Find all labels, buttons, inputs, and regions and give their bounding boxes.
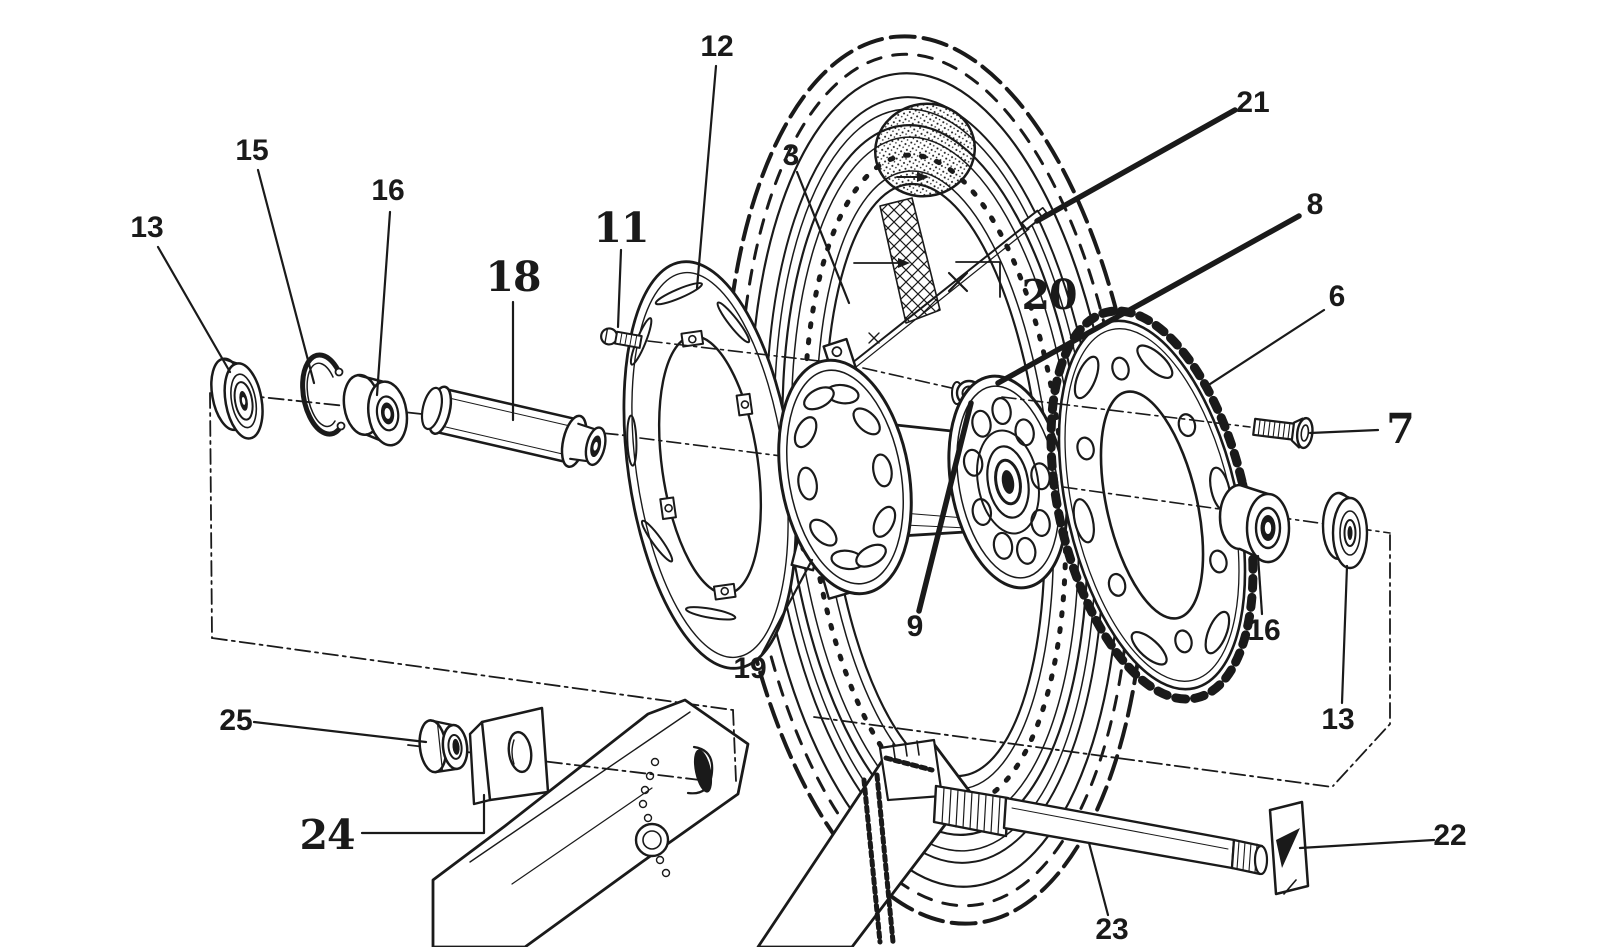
callout-8: 8 [1306,188,1324,221]
brake-disc [622,260,798,670]
callout-24: 24 [299,811,355,859]
callout-9: 9 [906,610,924,643]
disc-alignment-lines [639,340,837,459]
callout-12: 12 [700,30,734,63]
adjuster-nut [418,719,469,774]
callout-15: 15 [235,134,269,167]
sprocket-bolt [1252,416,1314,450]
bearing-right [1218,483,1291,564]
callout-13-right: 13 [1321,703,1355,736]
callout-22: 22 [1433,819,1467,852]
callout-16-right: 16 [1247,614,1281,647]
disc-screw [600,327,643,349]
callout-6: 6 [1328,280,1346,313]
callout-19: 19 [733,652,767,685]
spoke [846,206,1048,372]
callout-18: 18 [485,253,541,301]
callout-25: 25 [219,704,253,737]
callout-13-left: 13 [130,211,164,244]
leader-lines-thick [916,107,1302,614]
swingarm-right [756,738,972,947]
wheel-hub [777,337,1000,600]
chain-adjuster-end [1268,800,1310,896]
callout-20: 20 [1021,271,1077,319]
callout-21: 21 [1236,86,1270,119]
border-right [1332,534,1391,787]
bearing-left [342,373,409,447]
hub-alignment-line [862,367,957,390]
swingarm-left [431,698,750,947]
seal-right [1321,491,1369,570]
callout-7: 7 [1386,405,1415,453]
tire-knob-detail [873,102,977,324]
callout-11: 11 [593,204,649,252]
axle-spacer-sleeve [420,385,607,468]
chain-adjuster-block [468,706,550,806]
callout-23: 23 [1095,913,1129,946]
rear-axle [932,784,1269,876]
circlip [300,352,346,437]
callout-3: 3 [782,139,800,172]
leader-lines [156,64,1436,917]
callout-16-left: 16 [371,174,405,207]
